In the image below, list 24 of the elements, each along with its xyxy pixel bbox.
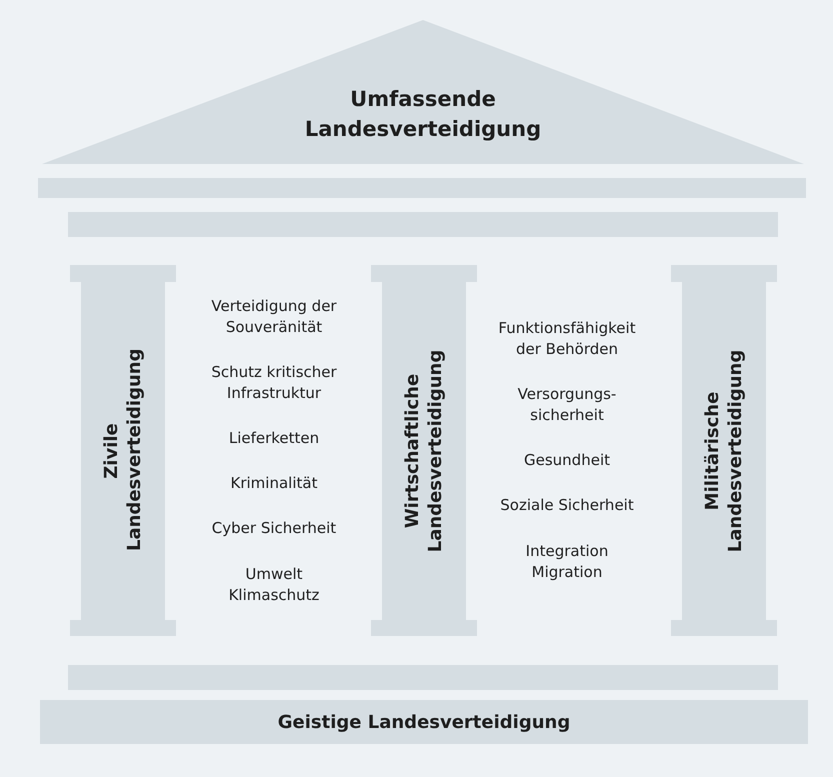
pillar-label: Wirtschaftliche Landesverteidigung — [401, 348, 447, 554]
topic-text: Schutz kritischer Infrastruktur — [210, 362, 338, 404]
entablature-band — [38, 178, 806, 198]
pillar — [70, 265, 176, 636]
topic-text: Umwelt Klimaschutz — [228, 564, 320, 606]
pillar-label: Zivile Landesverteidigung — [100, 351, 146, 551]
plinth-band — [68, 665, 778, 690]
topic-text: Lieferketten — [228, 428, 320, 449]
topic-text: Gesundheit — [523, 450, 611, 471]
foundation-band — [40, 700, 808, 744]
topic-text: Integration Migration — [524, 541, 610, 583]
pillar — [671, 265, 777, 636]
foundation-label: Geistige Landesverteidigung — [276, 711, 572, 734]
roof-triangle — [42, 20, 804, 164]
frieze-band — [68, 212, 778, 237]
topic-text: Funktionsfähigkeit der Behörden — [497, 318, 637, 360]
roof-title: Umfassende Landesverteidigung — [304, 86, 542, 143]
topic-text: Soziale Sicherheit — [499, 495, 635, 516]
topic-text: Cyber Sicherheit — [210, 518, 338, 539]
pillar-label: Militärische Landesverteidigung — [701, 348, 747, 554]
topic-text: Verteidigung der Souveränität — [210, 296, 338, 338]
topic-text: Versorgungs- sicherheit — [516, 384, 618, 426]
topic-text: Kriminalität — [230, 473, 318, 494]
pillar — [371, 265, 477, 636]
